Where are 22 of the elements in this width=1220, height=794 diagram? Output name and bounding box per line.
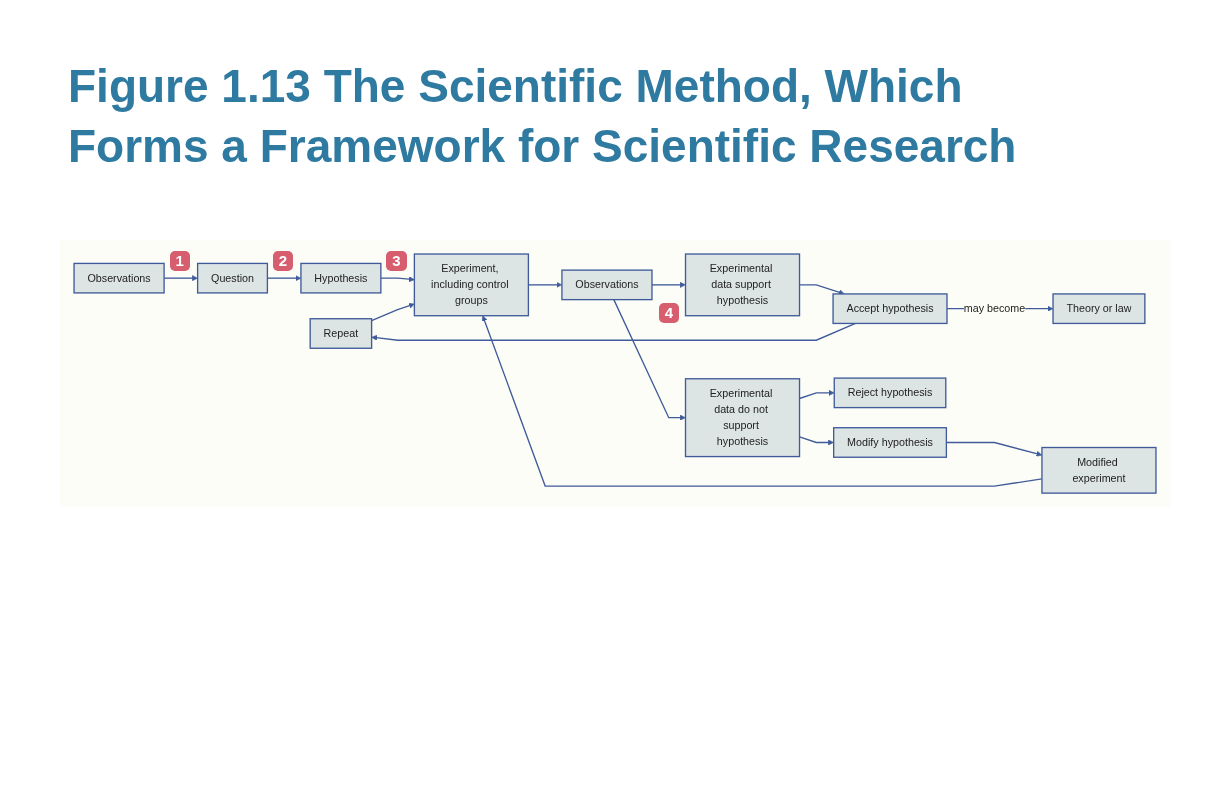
- process-box: Accept hypothesis: [832, 293, 948, 325]
- process-box: Question: [196, 262, 269, 294]
- process-box: Modify hypothesis: [833, 427, 948, 458]
- arrow: [371, 322, 857, 341]
- process-box: Theory or law: [1052, 293, 1146, 325]
- process-box: Experimental data support hypothesis: [684, 253, 801, 317]
- process-box: Observations: [73, 262, 165, 294]
- figure-title: Figure 1.13 The Scientific Method, Which Forms a Framework for Scientific Research: [68, 59, 1018, 174]
- arrow: [613, 298, 686, 421]
- arrow: [380, 276, 415, 283]
- arrow: [651, 281, 686, 288]
- callout-number: 1: [169, 251, 190, 272]
- callout-number: 3: [386, 251, 407, 272]
- callout-number: 4: [658, 302, 680, 323]
- callout-number: 2: [272, 251, 294, 272]
- process-box: Reject hypothesis: [833, 377, 947, 409]
- process-box: Modified experiment: [1041, 446, 1157, 494]
- process-box: Repeat: [309, 318, 373, 349]
- process-box: Experiment, including control groups: [413, 253, 530, 317]
- process-box: Hypothesis: [300, 262, 382, 294]
- process-box: Experimental data do not support hypothesis: [684, 378, 801, 458]
- process-box: Observations: [561, 269, 653, 301]
